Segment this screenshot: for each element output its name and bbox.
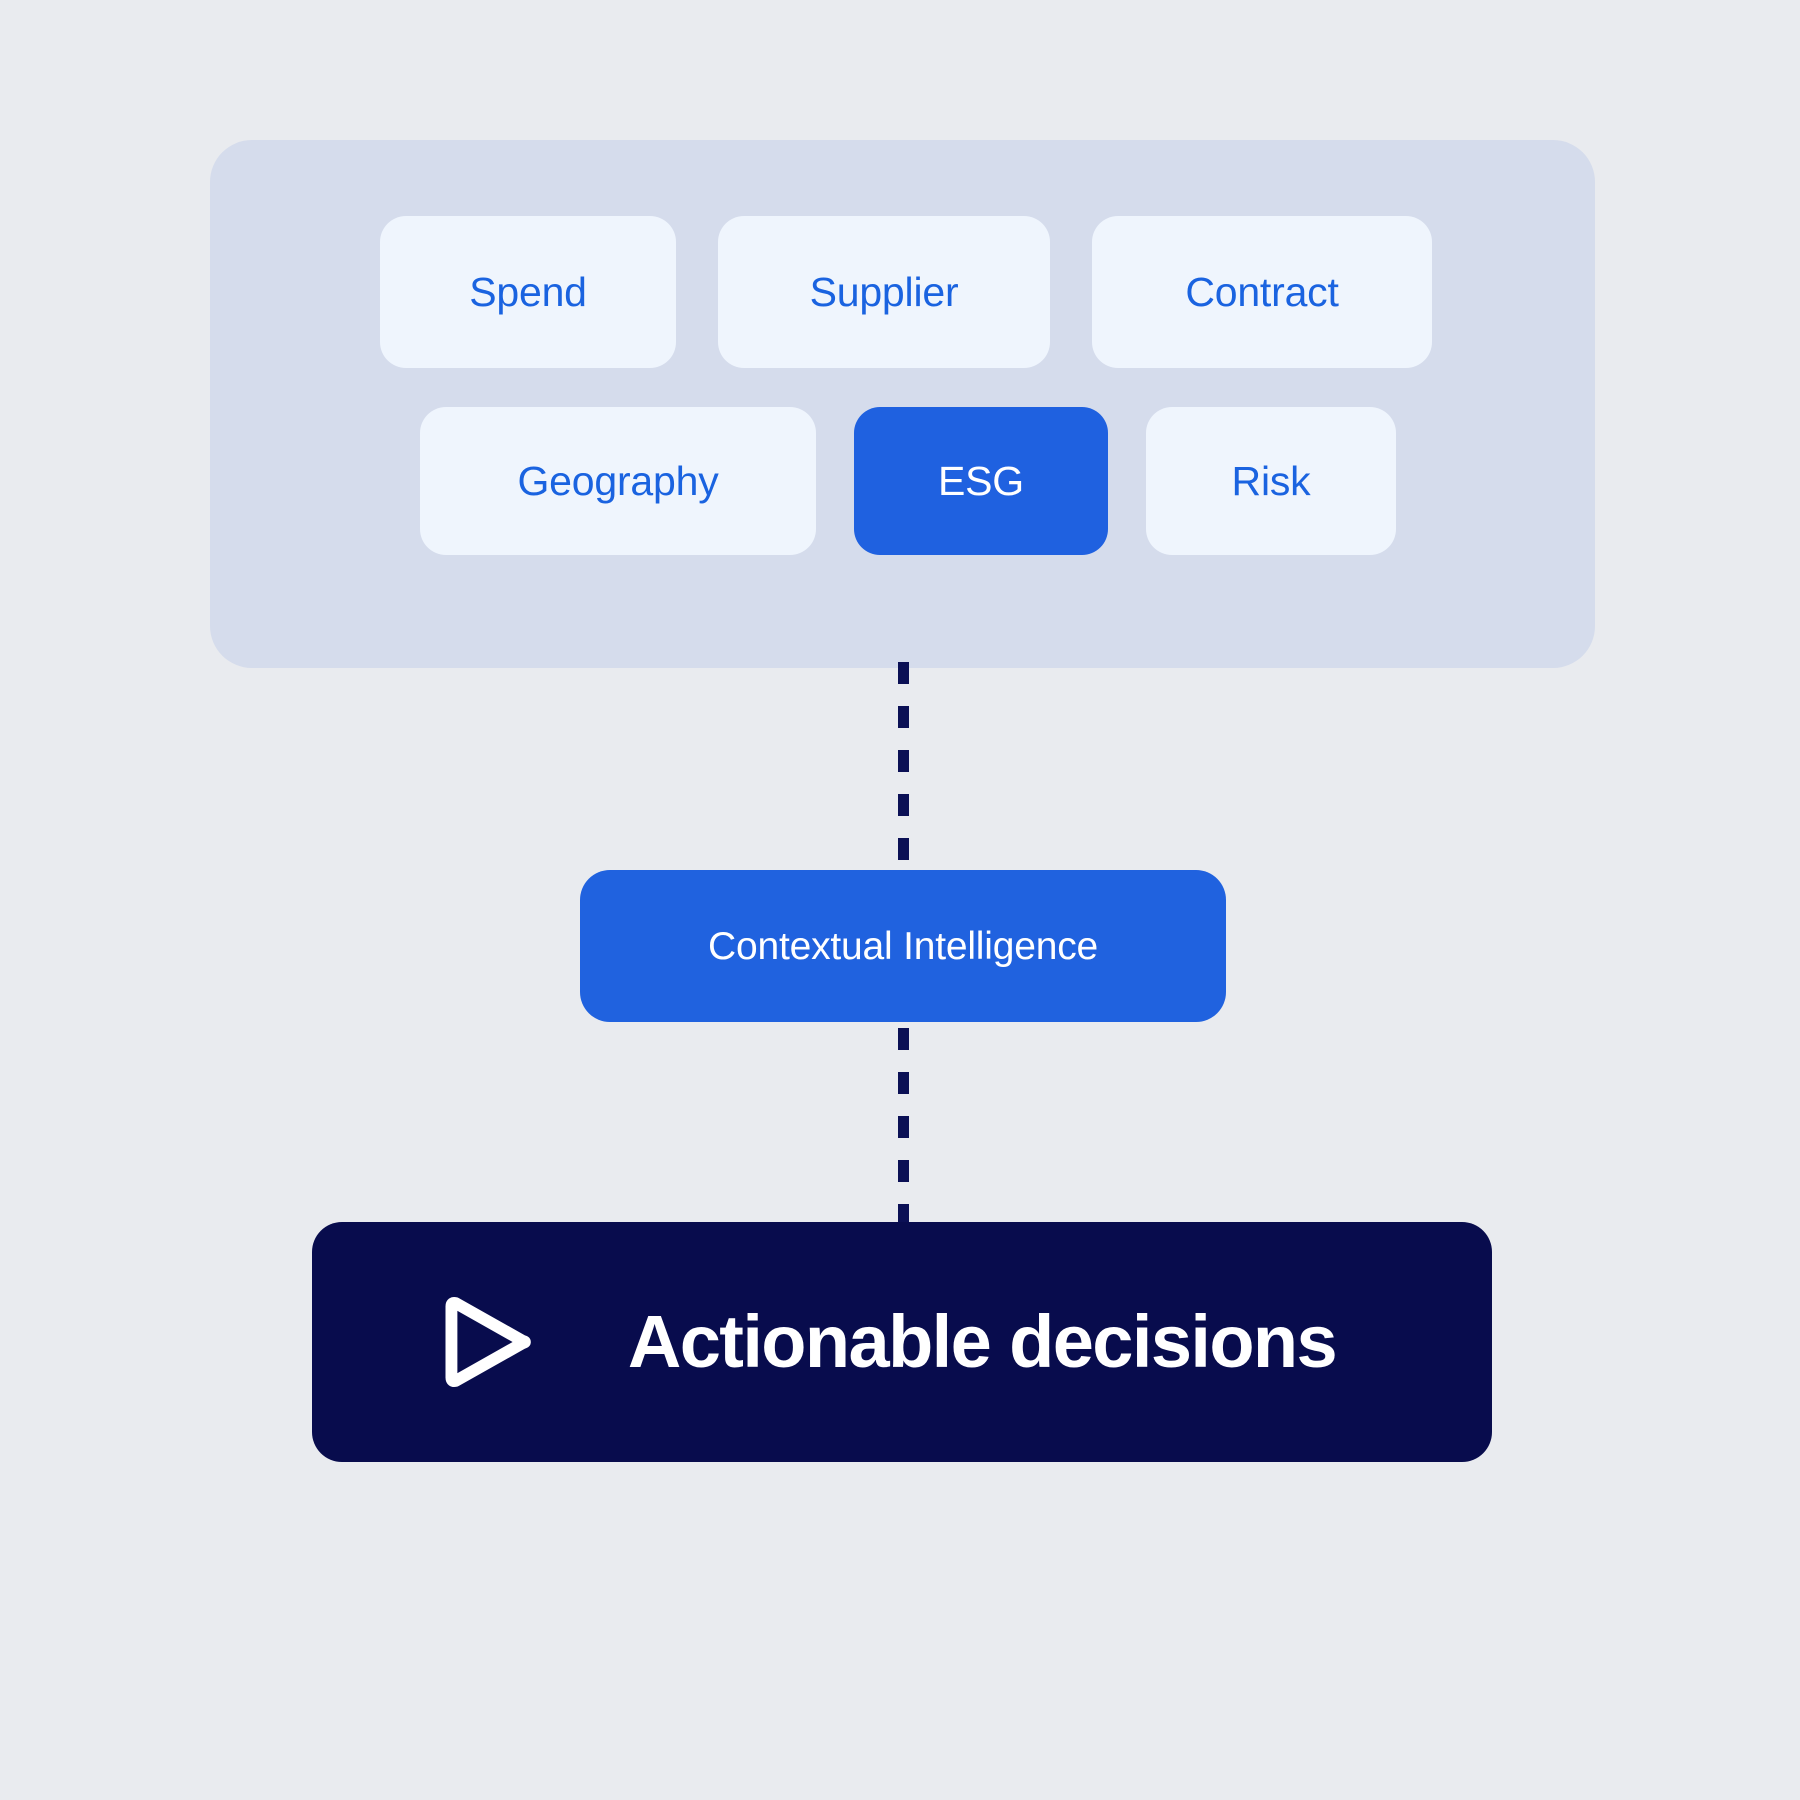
chip-geography[interactable]: Geography bbox=[420, 407, 816, 555]
chip-row-secondary: Geography ESG Risk bbox=[210, 407, 1595, 555]
connector-panel-to-intelligence bbox=[898, 662, 909, 870]
chip-spend[interactable]: Spend bbox=[380, 216, 676, 368]
contextual-intelligence-label: Contextual Intelligence bbox=[708, 924, 1098, 968]
play-triangle-icon bbox=[445, 1296, 531, 1388]
contextual-intelligence-node[interactable]: Contextual Intelligence bbox=[580, 870, 1226, 1022]
chip-risk[interactable]: Risk bbox=[1146, 407, 1396, 555]
data-source-panel: Spend Supplier Contract Geography ESG Ri… bbox=[210, 140, 1595, 668]
chip-contract[interactable]: Contract bbox=[1092, 216, 1432, 368]
chip-supplier[interactable]: Supplier bbox=[718, 216, 1050, 368]
chip-esg-active[interactable]: ESG bbox=[854, 407, 1108, 555]
actionable-decisions-label: Actionable decisions bbox=[627, 1300, 1338, 1383]
chip-row-primary: Spend Supplier Contract bbox=[210, 216, 1595, 368]
actionable-decisions-node[interactable]: Actionable decisions bbox=[312, 1222, 1492, 1462]
connector-intelligence-to-outcome bbox=[898, 1028, 909, 1224]
